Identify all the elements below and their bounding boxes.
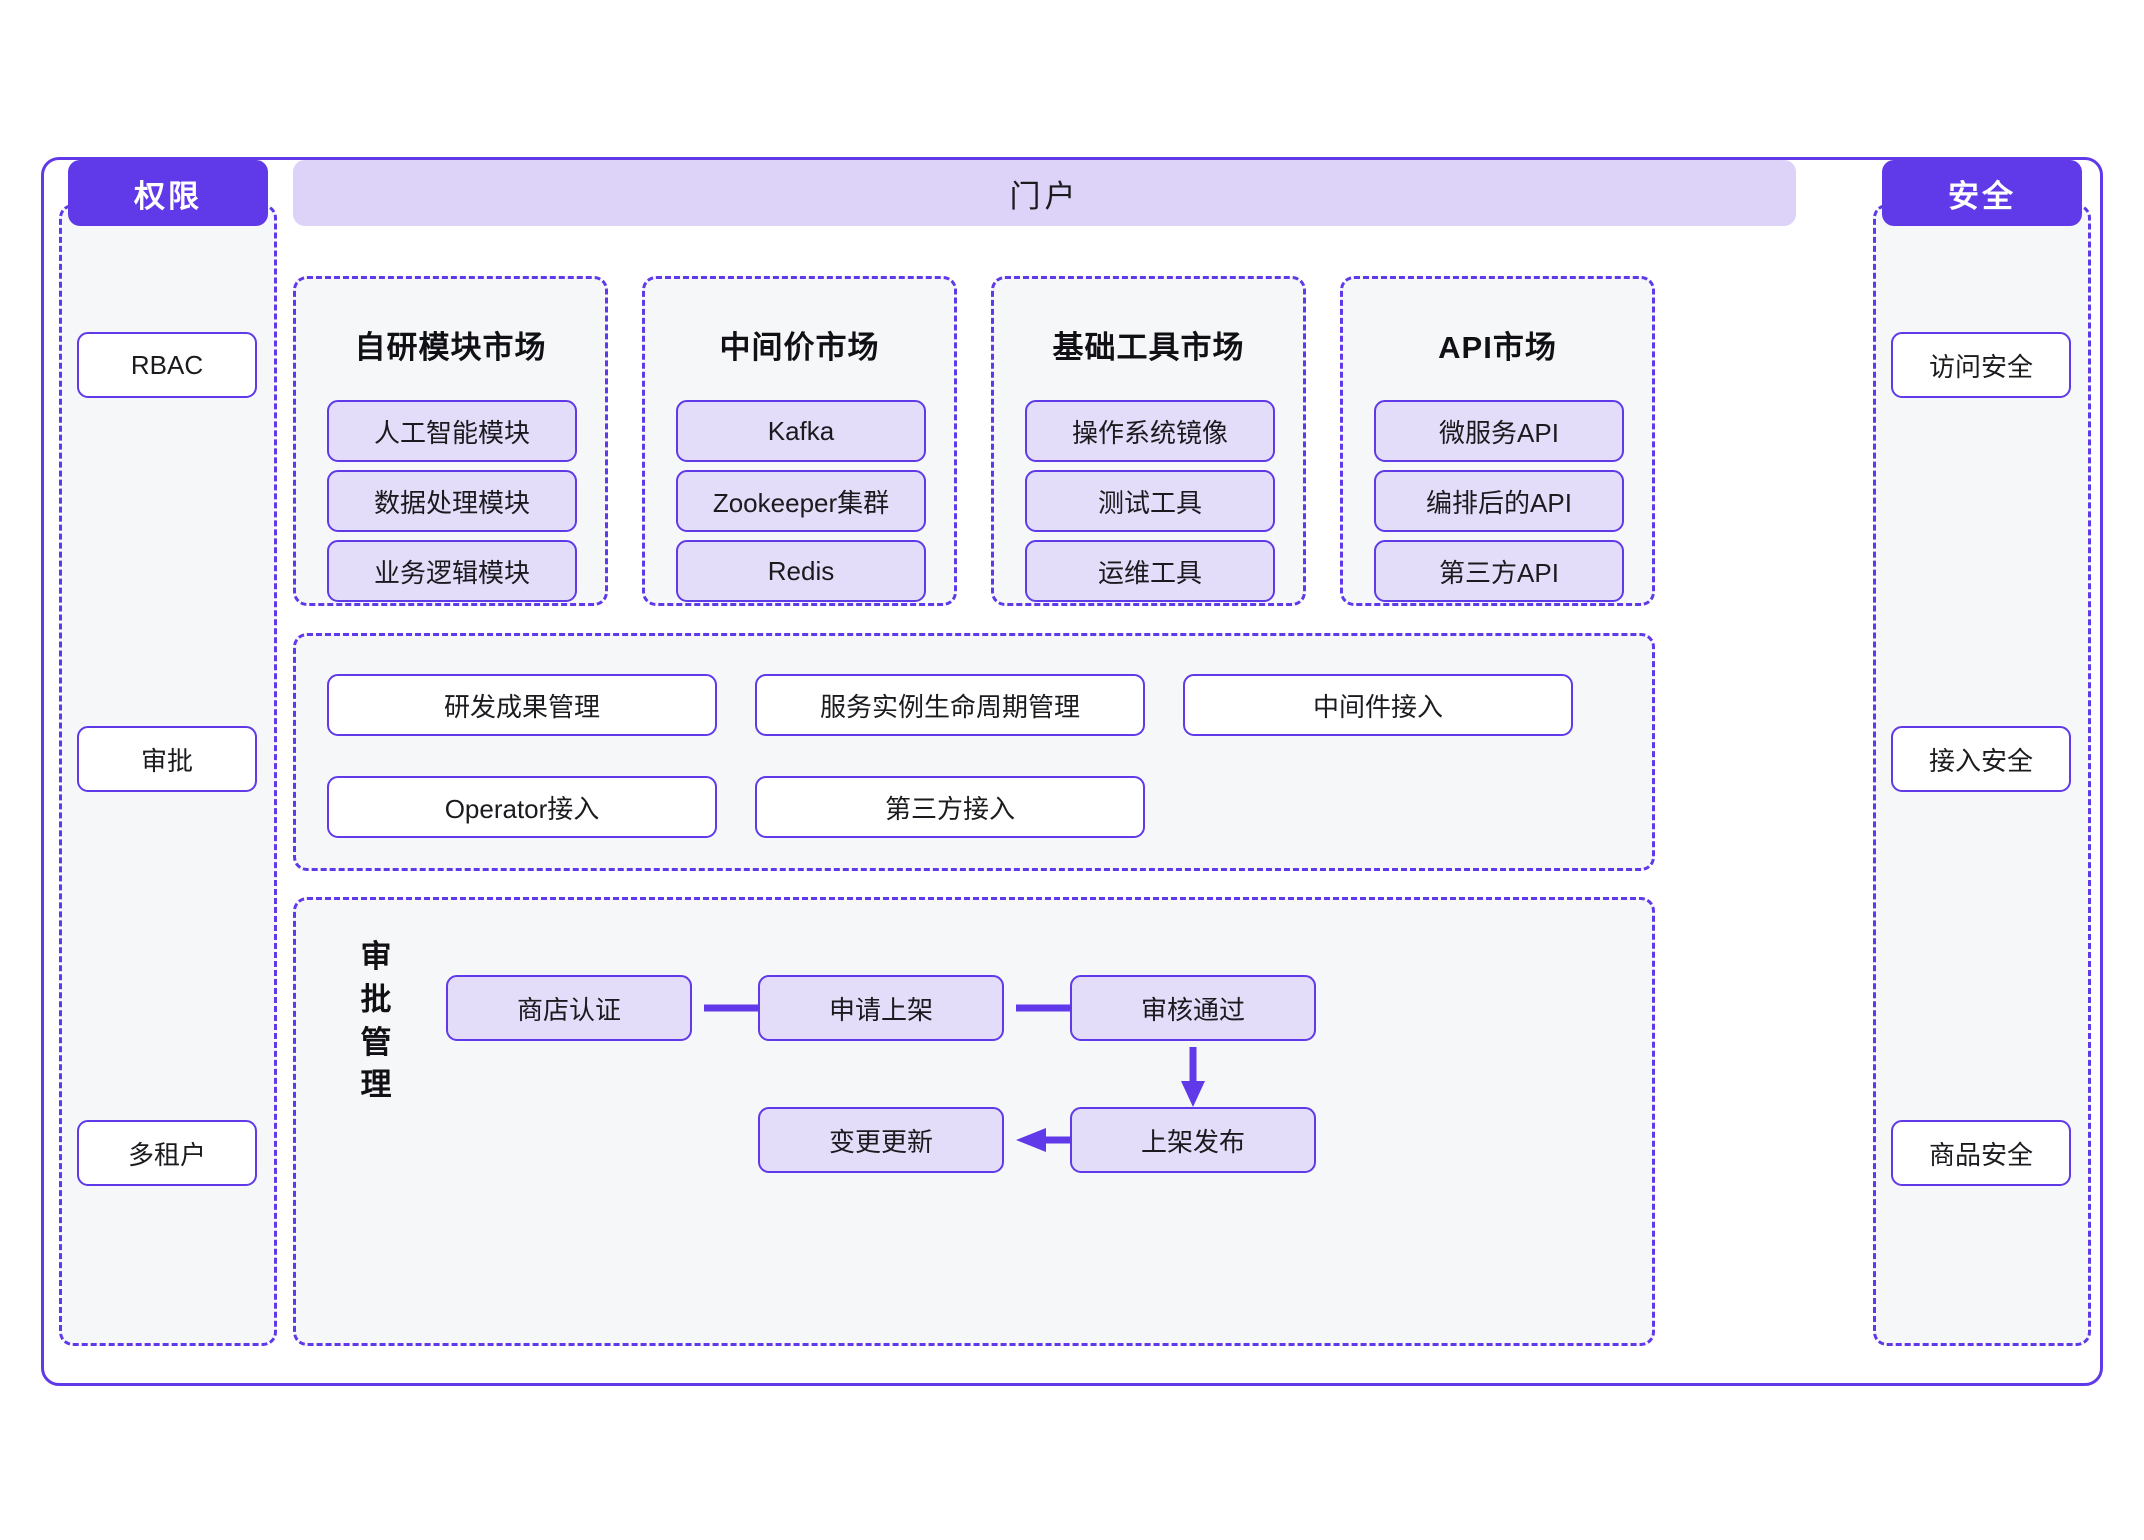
flow-node-apply-listing[interactable]: 申请上架 (758, 975, 1004, 1041)
capability-item-label: 研发成果管理 (443, 691, 600, 722)
market-item-label: 人工智能模块 (373, 417, 530, 448)
market-item-label: 第三方API (1439, 557, 1559, 588)
permission-item-multitenant[interactable]: 多租户 (77, 1120, 257, 1186)
market-item[interactable]: Kafka (676, 400, 926, 462)
security-item-label: 接入安全 (1928, 745, 2033, 776)
flow-node-label: 上架发布 (1140, 1126, 1245, 1157)
capability-item-operator-access[interactable]: Operator接入 (327, 776, 717, 838)
market-item[interactable]: 第三方API (1374, 540, 1624, 602)
flow-node-published[interactable]: 上架发布 (1070, 1107, 1316, 1173)
capability-item-label: 中间件接入 (1312, 691, 1443, 722)
market-title: 中间价市场 (719, 330, 880, 365)
capability-item-label: 服务实例生命周期管理 (819, 691, 1080, 722)
capability-item-service-lifecycle[interactable]: 服务实例生命周期管理 (755, 674, 1145, 736)
security-badge-label: 安全 (1948, 178, 2016, 214)
security-item-access[interactable]: 访问安全 (1891, 332, 2071, 398)
flow-node-label: 审核通过 (1140, 994, 1245, 1025)
permission-item-approval[interactable]: 审批 (77, 726, 257, 792)
flow-node-store-certification[interactable]: 商店认证 (446, 975, 692, 1041)
capability-item-label: Operator接入 (444, 793, 600, 824)
capability-item-middleware-access[interactable]: 中间件接入 (1183, 674, 1573, 736)
market-item-label: 测试工具 (1097, 487, 1202, 518)
market-item[interactable]: Redis (676, 540, 926, 602)
permission-item-label: 审批 (140, 745, 193, 776)
permission-panel-badge: 权限 (68, 160, 268, 226)
permission-badge-label: 权限 (134, 178, 202, 214)
market-panel-basic-tools: 基础工具市场 操作系统镜像 测试工具 运维工具 (991, 276, 1306, 606)
flow-node-review-passed[interactable]: 审核通过 (1070, 975, 1316, 1041)
market-item-label: Redis (767, 555, 835, 586)
market-item-label: 操作系统镜像 (1071, 417, 1228, 448)
security-item-product[interactable]: 商品安全 (1891, 1120, 2071, 1186)
market-title: 自研模块市场 (354, 330, 547, 365)
market-panel-self-developed: 自研模块市场 人工智能模块 数据处理模块 业务逻辑模块 (293, 276, 608, 606)
market-item-label: 编排后的API (1426, 487, 1572, 518)
capability-item-rd-results[interactable]: 研发成果管理 (327, 674, 717, 736)
market-title: 基础工具市场 (1052, 330, 1245, 365)
market-item-label: 微服务API (1439, 417, 1559, 448)
arrow-review-to-publish (1178, 1047, 1208, 1109)
market-item-label: 数据处理模块 (373, 487, 530, 518)
market-item[interactable]: 数据处理模块 (327, 470, 577, 532)
market-item[interactable]: 人工智能模块 (327, 400, 577, 462)
market-item-label: 运维工具 (1097, 557, 1202, 588)
flow-node-change-update[interactable]: 变更更新 (758, 1107, 1004, 1173)
market-item-label: Zookeeper集群 (712, 487, 890, 518)
architecture-diagram-root: 门户 权限 RBAC 审批 多租户 安全 访问安全 接入安全 商品安全 自研模块… (41, 157, 2103, 1386)
market-item[interactable]: 微服务API (1374, 400, 1624, 462)
market-item[interactable]: Zookeeper集群 (676, 470, 926, 532)
portal-header-bar: 门户 (293, 160, 1796, 226)
permission-item-label: RBAC (130, 349, 204, 380)
capability-item-thirdparty-access[interactable]: 第三方接入 (755, 776, 1145, 838)
market-panel-middleware: 中间价市场 Kafka Zookeeper集群 Redis (642, 276, 957, 606)
flow-node-label: 商店认证 (516, 994, 621, 1025)
security-item-label: 访问安全 (1928, 351, 2033, 382)
market-item[interactable]: 编排后的API (1374, 470, 1624, 532)
market-item-label: 业务逻辑模块 (373, 557, 530, 588)
market-item-label: Kafka (767, 415, 835, 446)
capability-panel: 研发成果管理 服务实例生命周期管理 中间件接入 Operator接入 第三方接入 (293, 633, 1655, 871)
capability-item-label: 第三方接入 (884, 793, 1015, 824)
approval-flow-panel: 审批管理 商店认证 申请上架 审核通过 (293, 897, 1655, 1346)
market-item[interactable]: 操作系统镜像 (1025, 400, 1275, 462)
approval-management-label: 审批管理 (360, 939, 392, 1103)
permission-item-label: 多租户 (127, 1139, 206, 1170)
market-item[interactable]: 测试工具 (1025, 470, 1275, 532)
security-panel-badge: 安全 (1882, 160, 2082, 226)
security-item-connection[interactable]: 接入安全 (1891, 726, 2071, 792)
market-item[interactable]: 运维工具 (1025, 540, 1275, 602)
market-title: API市场 (1438, 330, 1557, 365)
security-item-label: 商品安全 (1928, 1139, 2033, 1170)
permission-item-rbac[interactable]: RBAC (77, 332, 257, 398)
portal-label: 门户 (1009, 178, 1080, 214)
flow-node-label: 变更更新 (828, 1126, 933, 1157)
market-panel-api: API市场 微服务API 编排后的API 第三方API (1340, 276, 1655, 606)
market-item[interactable]: 业务逻辑模块 (327, 540, 577, 602)
flow-node-label: 申请上架 (828, 994, 933, 1025)
